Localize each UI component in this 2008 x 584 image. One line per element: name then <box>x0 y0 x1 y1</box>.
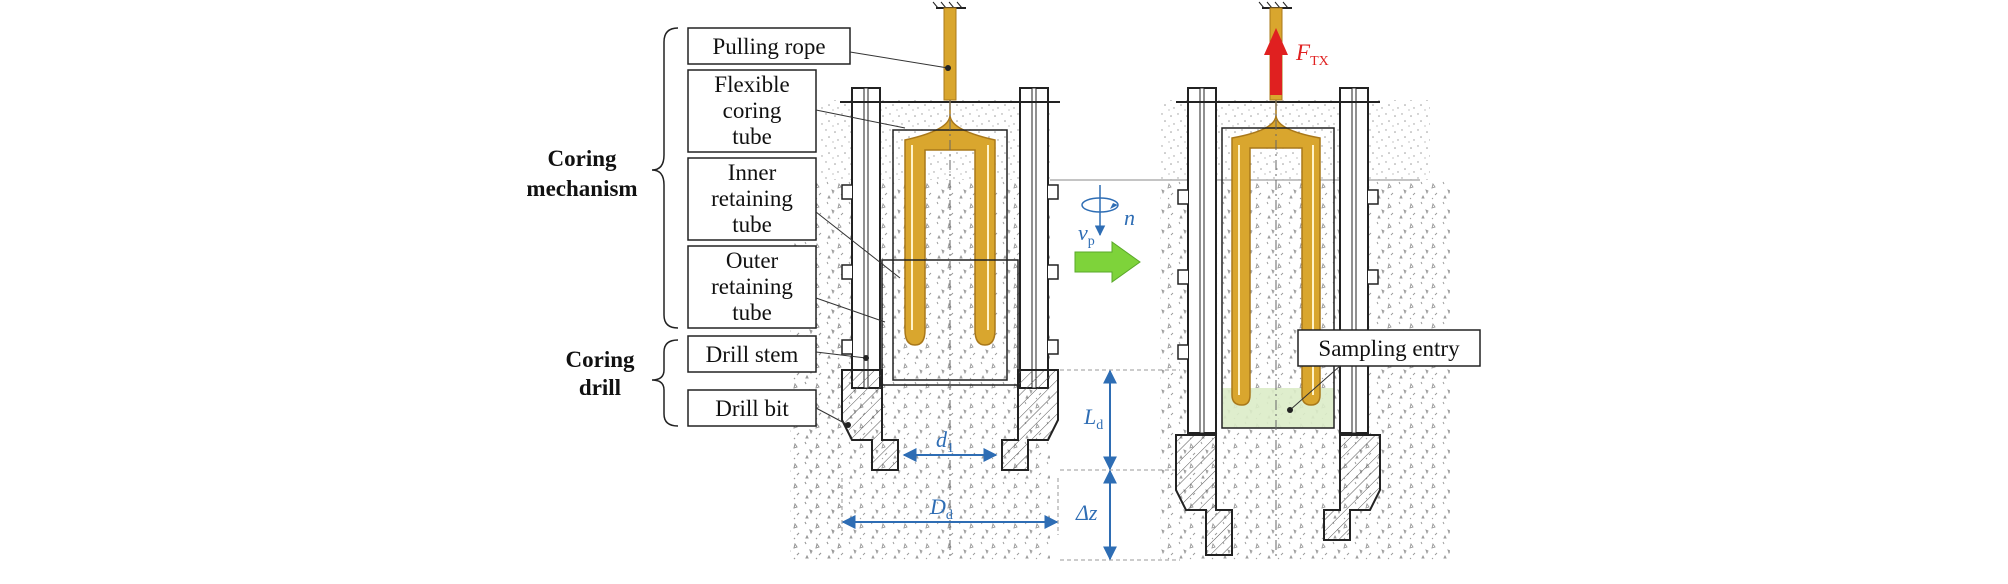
label-drill-stem: Drill stem <box>706 342 799 367</box>
left-pulling-rope <box>943 7 957 101</box>
force-subscript: TX <box>1310 54 1329 69</box>
label-inner-3: tube <box>732 212 772 237</box>
label-sampling-entry: Sampling entry <box>1318 336 1460 361</box>
label-pulling-rope: Pulling rope <box>712 34 825 59</box>
Dd-subscript: d <box>946 508 953 523</box>
group-coring-mechanism-2: mechanism <box>526 176 637 201</box>
Ld-subscript: d <box>1096 418 1103 433</box>
label-boxes: Pulling rope Flexible coring tube Inner … <box>687 27 1481 428</box>
svg-text:d1: d1 <box>936 427 954 456</box>
label-drill-bit: Drill bit <box>715 396 789 421</box>
group-coring-drill-2: drill <box>579 375 621 400</box>
label-flexible-3: tube <box>732 124 772 149</box>
svg-text:Dd: Dd <box>929 494 953 523</box>
coring-mechanism-brace <box>651 27 679 329</box>
transition-arrow <box>1074 241 1141 283</box>
label-outer-1: Outer <box>726 248 779 273</box>
velocity-subscript: p <box>1088 234 1095 249</box>
right-drill-bit-left <box>1175 434 1233 556</box>
force-arrow <box>1264 28 1288 95</box>
d1-symbol: d <box>936 427 948 452</box>
label-inner-2: retaining <box>711 186 793 211</box>
d1-subscript: 1 <box>947 441 954 456</box>
force-symbol: F <box>1295 40 1311 65</box>
left-drill-bit-right <box>1001 369 1059 471</box>
left-drill-bit-left <box>841 369 899 471</box>
label-outer-2: retaining <box>711 274 793 299</box>
svg-text:FTX: FTX <box>1295 40 1329 69</box>
left-drill-assembly <box>790 1 1060 560</box>
right-drill-assembly: FTX <box>1050 1 1450 560</box>
label-outer-3: tube <box>732 300 772 325</box>
svg-text:vp: vp <box>1078 220 1095 249</box>
label-flexible-1: Flexible <box>714 72 789 97</box>
motion-indicators: n vp <box>1074 185 1141 283</box>
svg-text:Ld: Ld <box>1083 404 1103 433</box>
dz-symbol: Δz <box>1075 500 1098 525</box>
velocity-symbol: v <box>1078 220 1088 245</box>
group-coring-drill-1: Coring <box>566 347 636 372</box>
label-flexible-2: coring <box>723 98 782 123</box>
coring-drill-brace <box>651 339 679 427</box>
group-coring-mechanism-1: Coring <box>548 146 618 171</box>
group-braces: Coring mechanism Coring drill <box>526 27 679 427</box>
right-drill-bit-right <box>1323 434 1381 541</box>
Dd-symbol: D <box>929 494 946 519</box>
rotation-symbol: n <box>1124 205 1135 230</box>
Ld-symbol: L <box>1083 404 1096 429</box>
label-inner-1: Inner <box>728 160 777 185</box>
